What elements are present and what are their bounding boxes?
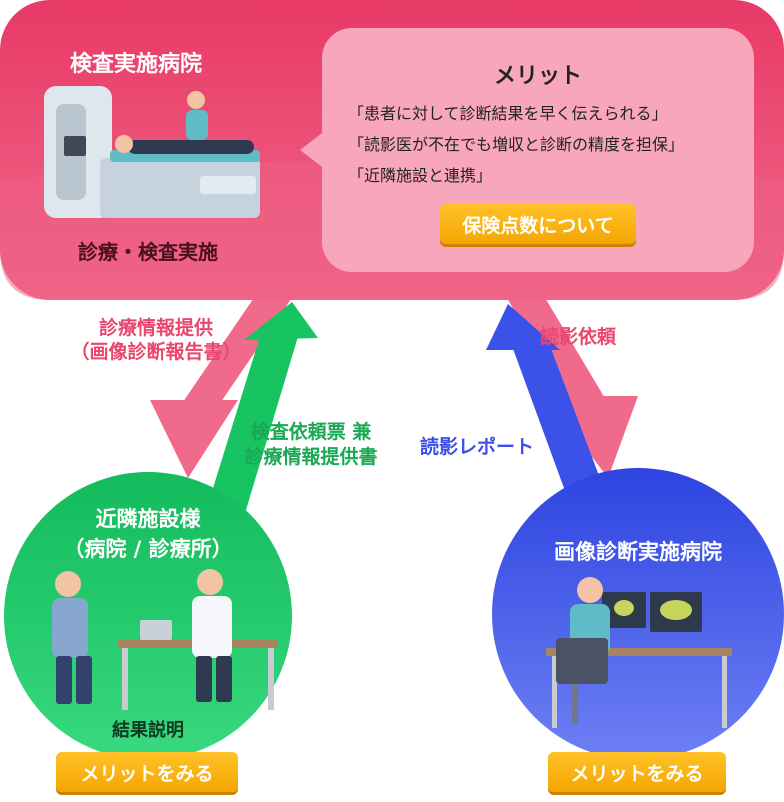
merit-item: 「読影医が不在でも増収と診断の精度を担保」 [348,135,685,154]
nearby-merit-button[interactable]: メリットをみる [56,752,238,792]
merit-item: 「患者に対して診断結果を早く伝えられる」 [348,104,668,123]
merit-list: 「患者に対して診断結果を早く伝えられる」 「読影医が不在でも増収と診断の精度を担… [348,98,684,191]
merit-title: メリット [493,64,582,89]
request-form-label: 検査依頼票 兼 診療情報提供書 [244,421,378,468]
merit-bubble [300,28,754,272]
insurance-points-button[interactable]: 保険点数について [440,204,636,244]
imaging-center-merit-button[interactable]: メリットをみる [548,752,726,792]
arrow-request-form [200,302,318,530]
arrow-reading-report [486,304,612,510]
imaging-center-title: 画像診断実施病院 [554,540,722,564]
arrow-info-provision [150,286,300,478]
reading-request-label: 読影依頼 [540,326,617,348]
exam-hospital-title: 検査実施病院 [70,52,203,77]
info-provision-label: 診療情報提供 （画像診断報告書） [70,317,242,363]
nearby-title: 近隣施設様 （病院 / 診療所） [63,507,233,561]
reading-report-label: 読影レポート [420,436,535,458]
merit-item: 「近隣施設と連携」 [348,166,493,185]
mri-illustration [44,86,260,218]
consultation-illustration [52,569,278,710]
nearby-caption: 結果説明 [112,720,184,741]
radiologist-illustration [546,577,732,728]
exam-hospital-caption: 診療・検査実施 [78,240,218,264]
